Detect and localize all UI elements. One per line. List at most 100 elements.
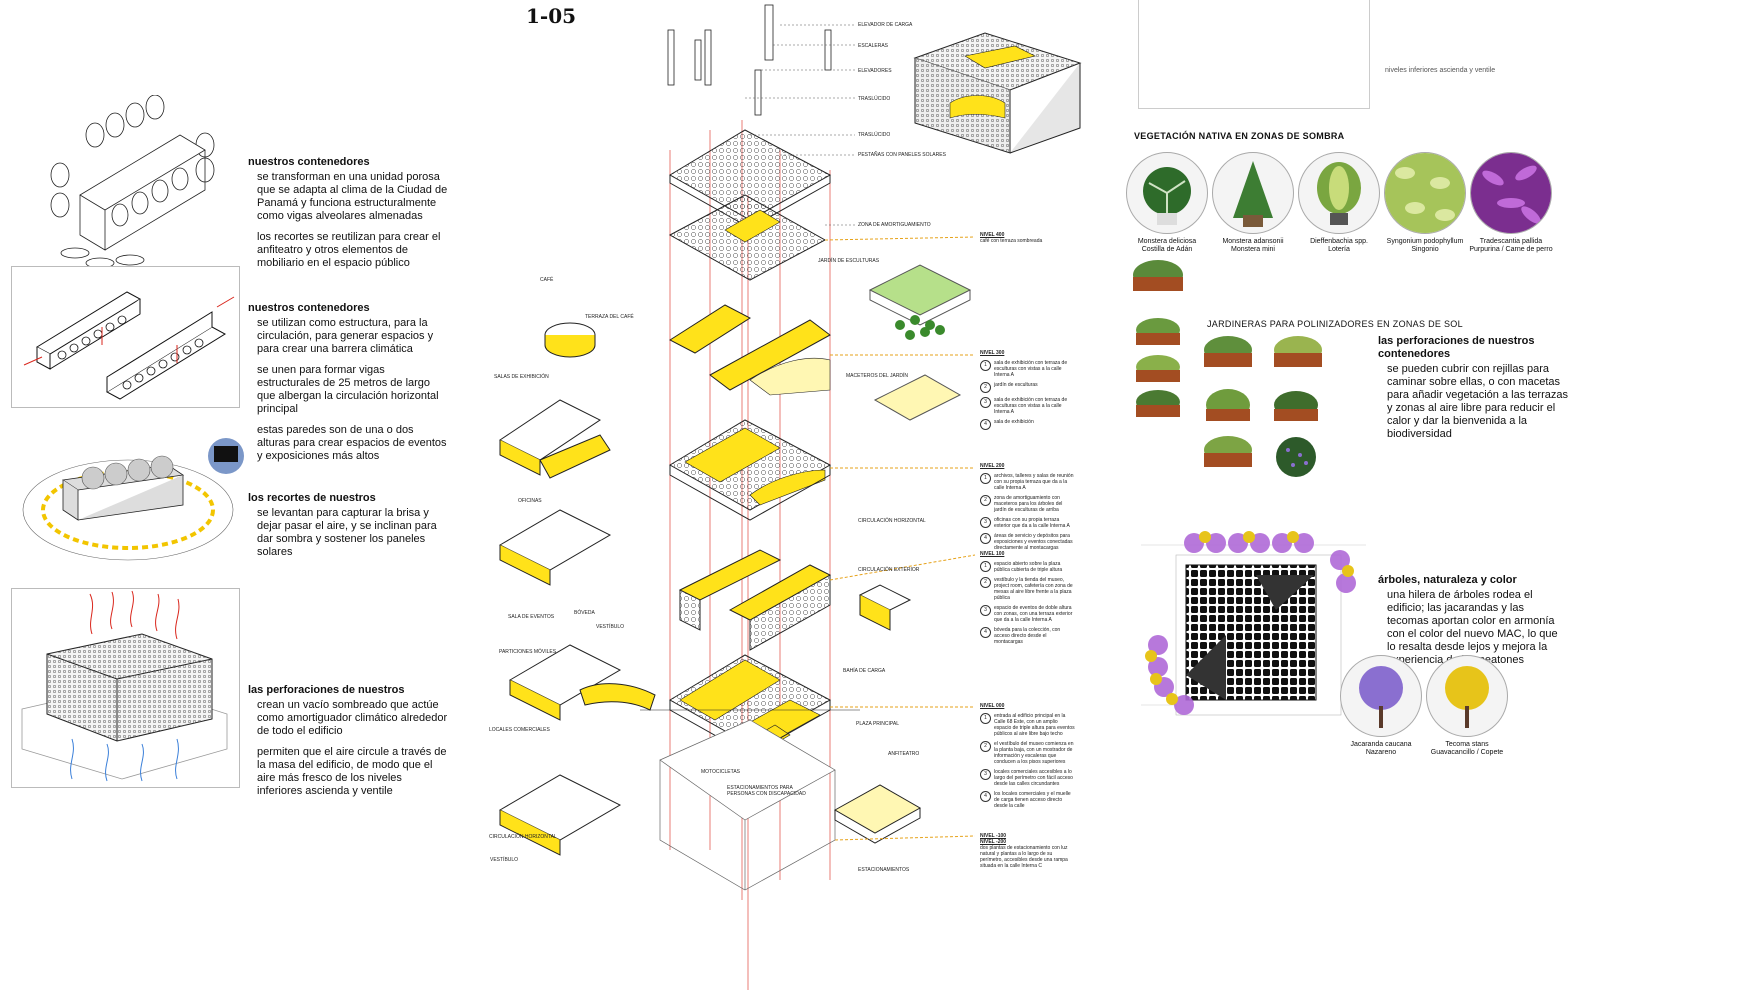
item-number: 3: [980, 397, 991, 408]
plant-image: [1298, 152, 1380, 234]
level-300-block-a: [669, 304, 751, 354]
item-text: espacio de eventos de doble altura con z…: [994, 605, 1073, 623]
level-300-block-b: [709, 319, 831, 391]
label-circ-horizontal: CIRCULACIÓN HORIZONTAL: [858, 518, 926, 524]
plant-name: Monstera adansonii Monstera mini: [1222, 238, 1284, 253]
plant-image: [1470, 152, 1552, 234]
item-number: 2: [980, 577, 991, 588]
note-perforaciones-contenedores: las perforaciones de nuestros contenedor…: [1378, 335, 1568, 449]
planter: [1206, 389, 1250, 421]
level-title: NIVEL 300: [980, 350, 1005, 356]
note-paragraph: crean un vacío sombreado que actúe como …: [257, 699, 448, 737]
tree-image: [1340, 655, 1422, 737]
planter: [1136, 390, 1180, 417]
level-title: NIVEL 400: [980, 232, 1005, 238]
breeze-diagram: [22, 438, 244, 561]
perforation-diagram-frame: [11, 588, 240, 788]
note-perforaciones: las perforaciones de nuestros crean un v…: [248, 684, 448, 806]
level-title: NIVEL -100: [980, 833, 1007, 839]
tree-name: Tecoma stans Guavacancillo / Copete: [1430, 741, 1504, 756]
item-text: bóveda para la colección, con acceso dir…: [994, 627, 1061, 645]
item-number: 4: [980, 627, 991, 638]
plant-card: Tradescantia pallida Purpurina / Carne d…: [1468, 152, 1554, 254]
label-pestanas: PESTAÑAS CON PANELES SOLARES: [858, 152, 946, 158]
label-escaleras: ESCALERAS: [858, 43, 889, 49]
plant-image: [1384, 152, 1466, 234]
item-text: los locales comerciales y el muelle de c…: [994, 791, 1071, 809]
tree-image: [1426, 655, 1508, 737]
planter: [1136, 318, 1180, 345]
label-locales: LOCALES COMERCIALES: [489, 727, 550, 733]
item-text: sala de exhibición con terraza de escult…: [994, 397, 1068, 415]
item-text: el vestíbulo del museo comienza en la pl…: [994, 741, 1074, 765]
note-recortes: los recortes de nuestros se levantan par…: [248, 492, 448, 567]
item-text: entrada al edificio principal en la Call…: [994, 713, 1075, 737]
label-zona-amortiguamiento: ZONA DE AMORTIGUAMIENTO: [858, 222, 931, 228]
note-heading: árboles, naturaleza y color: [1378, 574, 1517, 586]
label-vestibulo-2: VESTÍBULO: [490, 857, 519, 863]
plant-name: Syngonium podophyllum Singonio: [1386, 238, 1464, 253]
note-heading: las perforaciones de nuestros: [248, 684, 405, 696]
note-paragraph: permiten que el aire circule a través de…: [257, 746, 447, 797]
label-plaza: PLAZA PRINCIPAL: [856, 721, 899, 727]
label-terraza-cafe: TERRAZA DEL CAFÉ: [585, 314, 634, 320]
label-boveda: BÓVEDA: [574, 610, 595, 616]
item-number: 3: [980, 517, 991, 528]
label-elevador-carga: ELEVADOR DE CARGA: [858, 22, 913, 28]
item-number: 1: [980, 360, 991, 371]
plant-card: Monstera deliciosa Costilla de Adán: [1124, 152, 1210, 254]
note-contenedores-1: nuestros contenedores se transforman en …: [248, 156, 448, 278]
item-number: 1: [980, 561, 991, 572]
item-number: 2: [980, 741, 991, 752]
plant-image: [1212, 152, 1294, 234]
label-oficinas: OFICINAS: [518, 498, 542, 504]
level-note-minus: NIVEL -100 NIVEL -200 dos plantas de est…: [980, 833, 1075, 869]
note-arboles: árboles, naturaleza y color una hilera d…: [1378, 574, 1568, 675]
note-heading: los recortes de nuestros: [248, 492, 376, 504]
label-jardin-esculturas: JARDÍN DE ESCULTURAS: [818, 258, 880, 264]
item-number: 4: [980, 419, 991, 430]
label-maceteros: MACETEROS DEL JARDÍN: [846, 373, 909, 379]
item-text: zona de amortiguamiento con maceteros pa…: [994, 495, 1063, 513]
sheet-code: 1-05: [526, 4, 577, 28]
label-circ-vertical: CIRCULACIÓN HORIZONTAL: [489, 834, 557, 840]
note-paragraph: se pueden cubrir con rejillas para camin…: [1387, 363, 1568, 440]
sun-planters-title: JARDINERAS PARA POLINIZADORES EN ZONAS D…: [1207, 319, 1463, 329]
plant-card: Monstera adansonii Monstera mini: [1210, 152, 1296, 254]
label-circ-exterior: CIRCULACIÓN EXTERIOR: [858, 567, 920, 573]
level-title: NIVEL 200: [980, 463, 1005, 469]
label-salas-exhibicion: SALAS DE EXHIBICIÓN: [494, 374, 549, 380]
shade-vegetation-title: VEGETACIÓN NATIVA EN ZONAS DE SOMBRA: [1134, 131, 1345, 141]
plant-card: Dieffenbachia spp. Lotería: [1296, 152, 1382, 254]
item-number: 3: [980, 605, 991, 616]
item-text: espacio abierto sobre la plaza pública c…: [994, 561, 1063, 573]
plant-name: Dieffenbachia spp. Lotería: [1310, 238, 1368, 253]
beams-diagram: [23, 291, 235, 400]
planter: [1136, 355, 1180, 382]
plant-name: Tradescantia pallida Purpurina / Carne d…: [1469, 238, 1553, 253]
item-number: 4: [980, 533, 991, 544]
level-desc: café con terraza sombreada: [980, 238, 1043, 244]
label-bahia-carga: BAHÍA DE CARGA: [843, 668, 886, 674]
label-traslucido: TRASLÚCIDO: [858, 96, 891, 102]
vertical-cores: [667, 4, 832, 116]
tree-ring-yellow: [1145, 531, 1354, 705]
planter: [1274, 391, 1318, 421]
level-title: NIVEL 000: [980, 703, 1005, 709]
note-paragraph: los recortes se reutilizan para crear el…: [257, 231, 441, 269]
item-text: áreas de servicio y depósitos para expos…: [994, 533, 1073, 551]
note-contenedores-2: nuestros contenedores se utilizan como e…: [248, 302, 448, 471]
level-note-300: NIVEL 300 1 sala de exhibición con terraz…: [980, 350, 1075, 430]
note-heading: nuestros contenedores: [248, 302, 370, 314]
tree-card: Jacaranda caucana Nazareno: [1336, 655, 1426, 757]
item-number: 2: [980, 382, 991, 393]
tree-ring: [1148, 533, 1356, 715]
item-text: sala de exhibición: [994, 419, 1034, 425]
top-right-frame: [1138, 0, 1370, 109]
left-exploded-parts: [498, 322, 656, 856]
exploded-axonometric: [498, 4, 976, 990]
label-cafe: CAFÉ: [540, 277, 554, 283]
beams-diagram-frame: [11, 266, 240, 408]
